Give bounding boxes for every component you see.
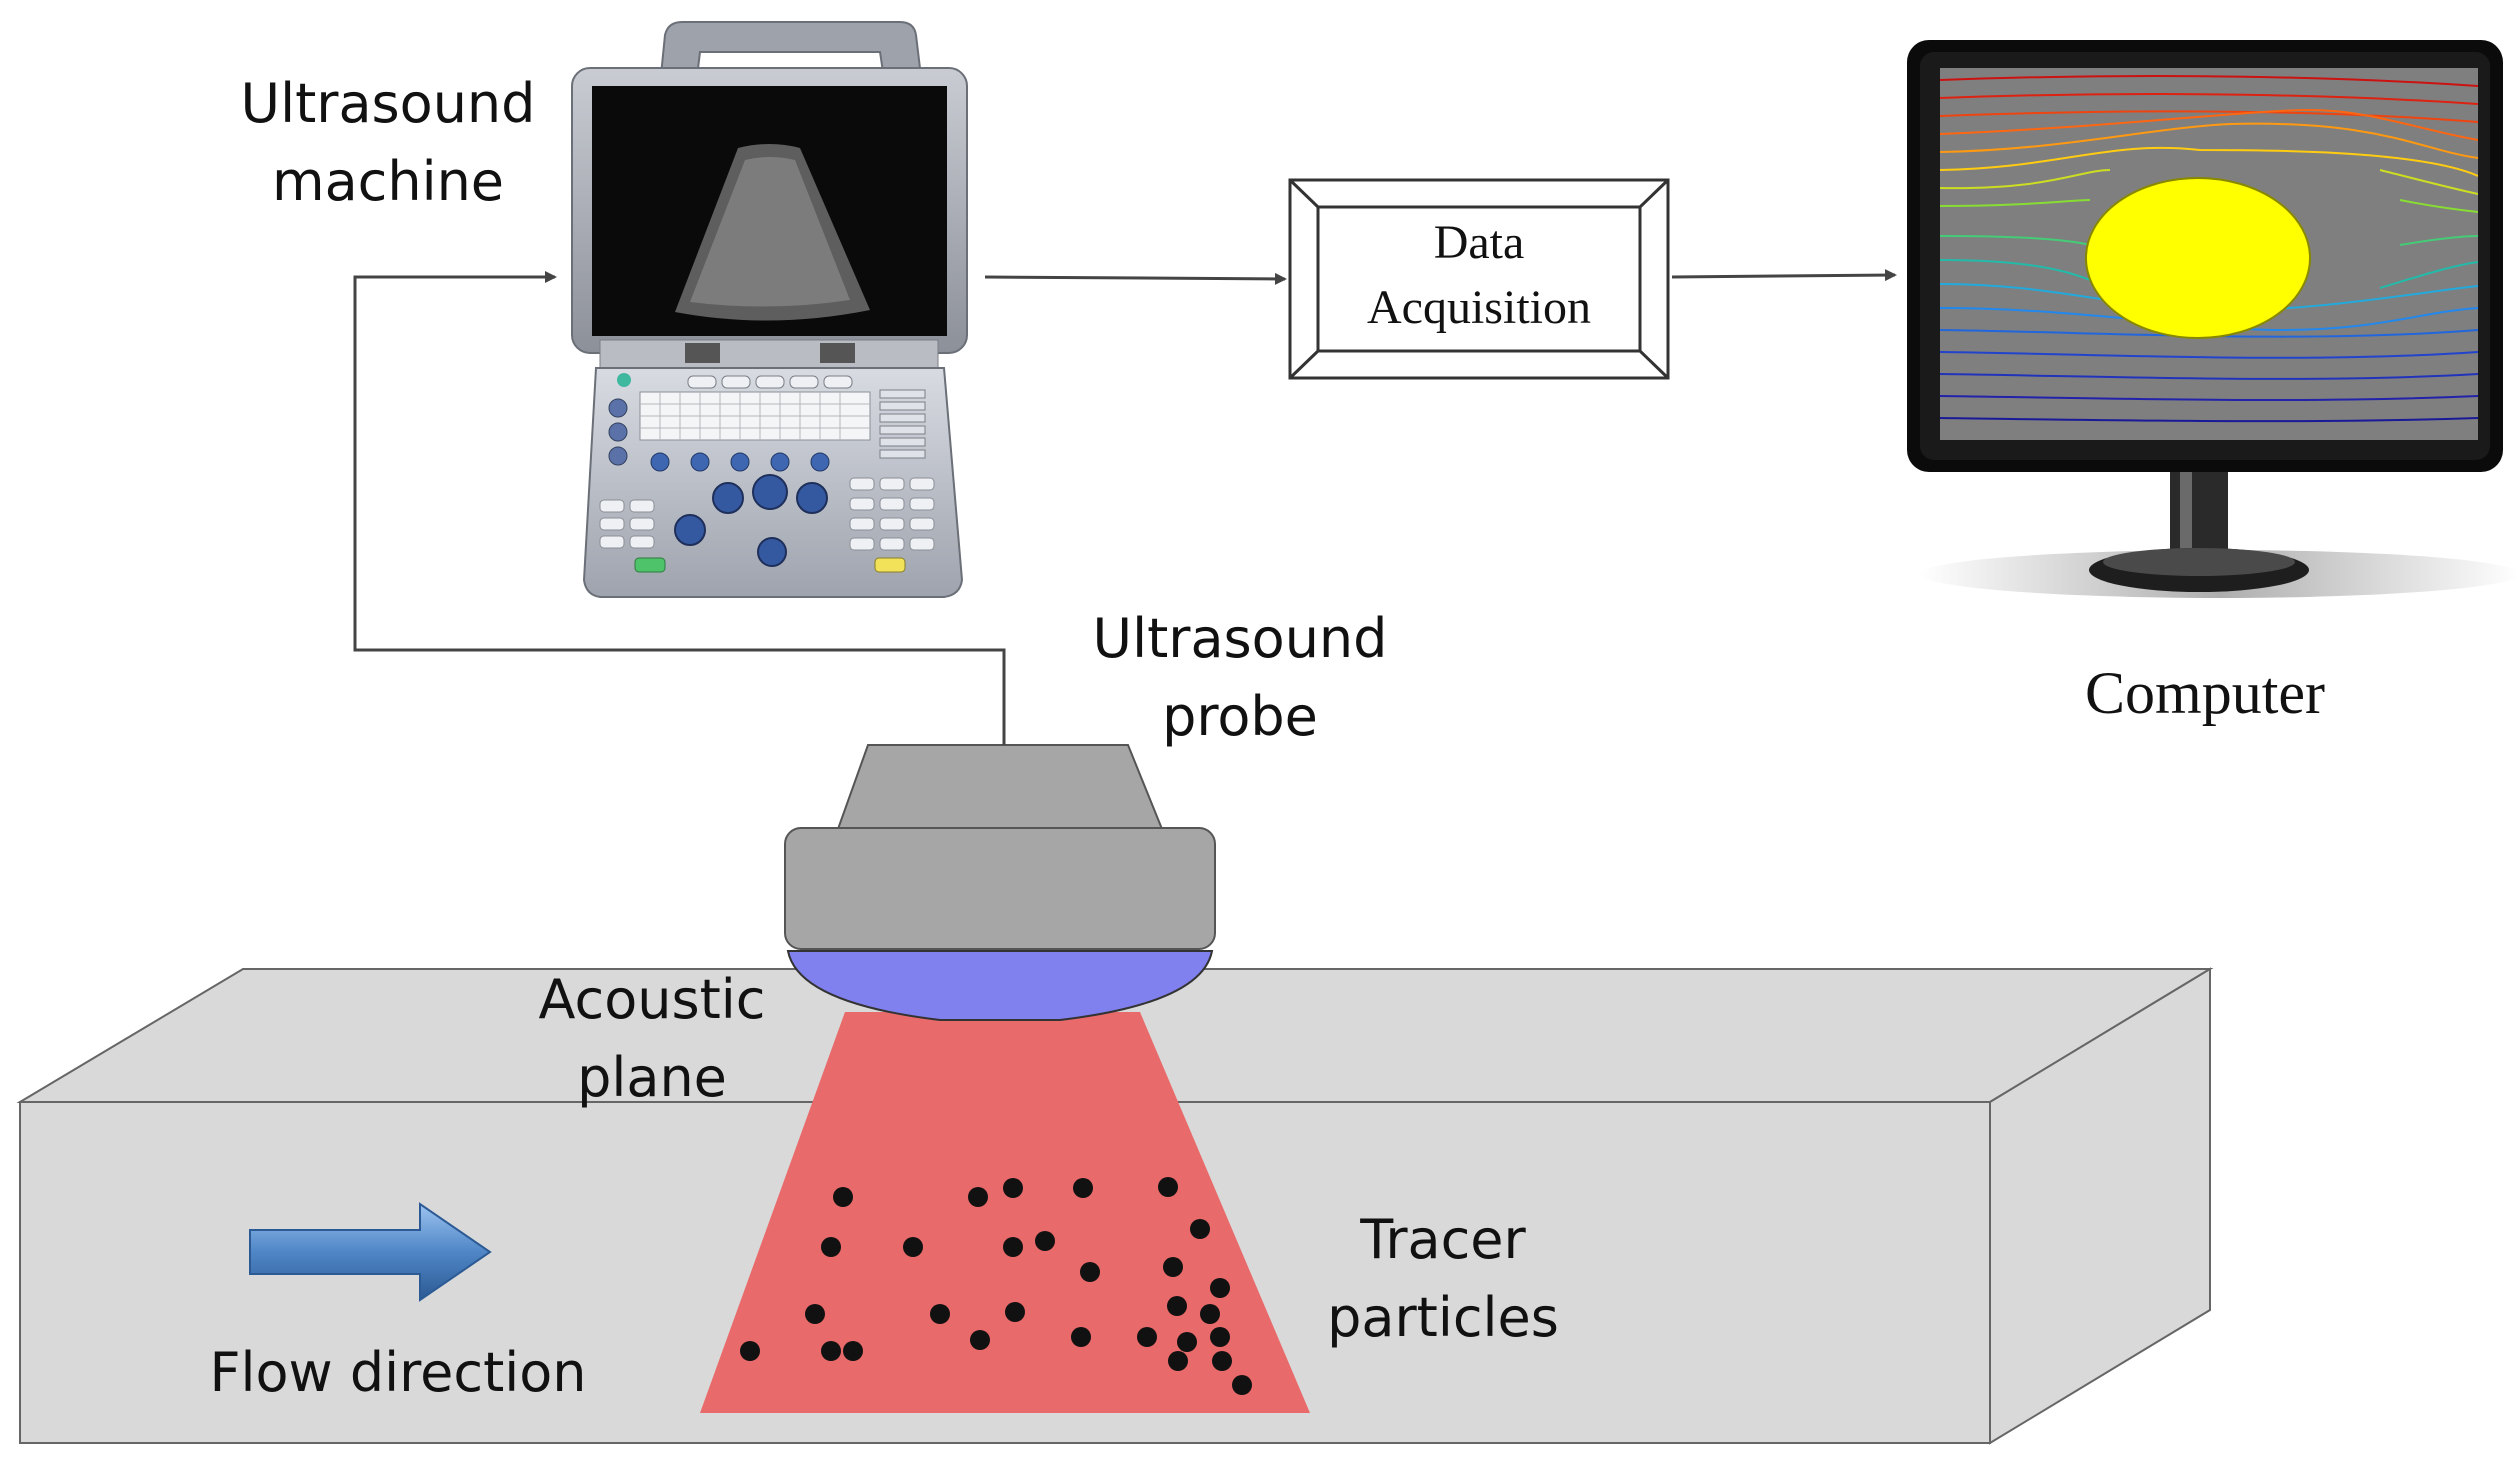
probe-top xyxy=(836,744,1164,830)
ultrasound-machine-label-line2: machine xyxy=(272,150,504,213)
ultrasound-machine-label-line1: Ultrasound xyxy=(241,72,536,135)
data-acquisition-label-line2: Acquisition xyxy=(1367,281,1591,334)
tracer-particles xyxy=(740,1177,1252,1395)
daq-to-computer-arrow xyxy=(1671,269,1897,282)
particle xyxy=(1137,1327,1157,1347)
ultrasound-probe xyxy=(784,744,1216,1021)
particle xyxy=(1212,1351,1232,1371)
tracer-particles-label-line2: particles xyxy=(1327,1286,1559,1349)
particle xyxy=(970,1330,990,1350)
flow-direction-label: Flow direction xyxy=(209,1341,586,1404)
particle xyxy=(1200,1304,1220,1324)
particle xyxy=(968,1187,988,1207)
acoustic-plane-region xyxy=(700,1012,1310,1413)
particle xyxy=(843,1341,863,1361)
particle xyxy=(1080,1262,1100,1282)
particle xyxy=(1177,1332,1197,1352)
connectors xyxy=(353,269,1897,745)
flow-direction-arrow-icon xyxy=(249,1202,492,1302)
particle xyxy=(1232,1375,1252,1395)
particle xyxy=(903,1237,923,1257)
particle xyxy=(1073,1178,1093,1198)
acoustic-plane-label-line2: plane xyxy=(577,1046,727,1109)
particle xyxy=(1210,1278,1230,1298)
probe-lens xyxy=(786,950,1214,1021)
data-acquisition-label-line1: Data xyxy=(1434,216,1525,269)
particle xyxy=(821,1237,841,1257)
labels: Ultrasound machine Computer Ultrasound p… xyxy=(209,72,2325,1404)
probe-cable-arrow xyxy=(353,271,1006,745)
computer-monitor-icon xyxy=(1907,40,2517,598)
obstacle-ellipse xyxy=(2085,177,2311,339)
particle xyxy=(1003,1237,1023,1257)
particle xyxy=(1167,1296,1187,1316)
probe-body xyxy=(784,827,1216,950)
streamline-plot xyxy=(1940,75,2478,423)
particle xyxy=(1003,1178,1023,1198)
particle xyxy=(821,1341,841,1361)
machine-to-daq-arrow xyxy=(984,272,1287,285)
tracer-particles-label-line1: Tracer xyxy=(1359,1208,1526,1271)
data-acquisition-box: Data Acquisition xyxy=(1288,178,1670,380)
ultrasound-probe-label-line1: Ultrasound xyxy=(1093,607,1388,670)
acoustic-plane-label-line1: Acoustic xyxy=(539,968,766,1031)
particle xyxy=(1005,1302,1025,1322)
particle xyxy=(930,1304,950,1324)
particle xyxy=(1035,1231,1055,1251)
particle xyxy=(1071,1327,1091,1347)
particle xyxy=(1163,1257,1183,1277)
particle xyxy=(805,1304,825,1324)
particle xyxy=(833,1187,853,1207)
particle xyxy=(1190,1219,1210,1239)
ultrasound-machine-icon xyxy=(571,21,968,598)
particle xyxy=(1158,1177,1178,1197)
particle xyxy=(1168,1351,1188,1371)
particle xyxy=(740,1341,760,1361)
ultrasound-probe-label-line2: probe xyxy=(1162,685,1318,748)
computer-label: Computer xyxy=(2085,660,2325,726)
particle xyxy=(1210,1327,1230,1347)
